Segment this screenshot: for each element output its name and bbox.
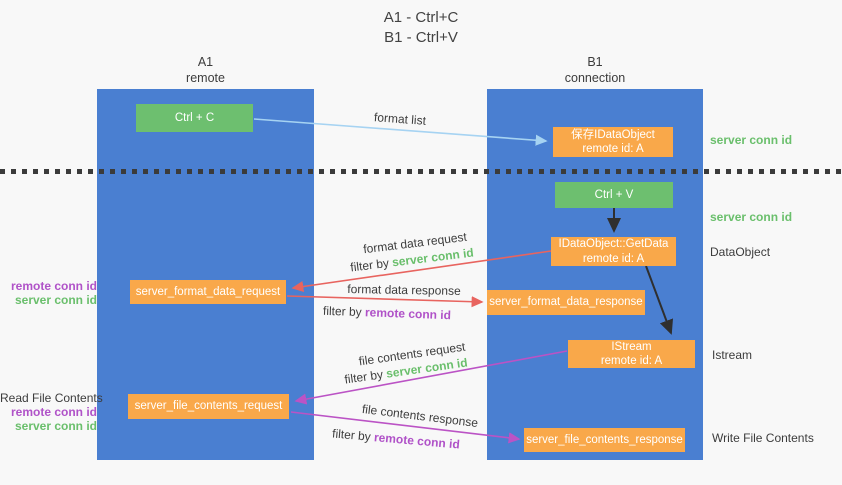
node-istream: IStream remote id: A (568, 340, 695, 368)
session-separator-dashed-line (0, 169, 842, 174)
node-server-format-data-request-label: server_format_data_request (135, 285, 281, 298)
node-server-file-contents-request: server_file_contents_request (128, 394, 289, 419)
filter-key-remote-conn-id: remote conn id (364, 305, 452, 323)
arrow-file-contents-request (294, 350, 568, 405)
node-server-format-data-request: server_format_data_request (130, 280, 286, 304)
column-a1-subtitle: remote (186, 71, 225, 86)
node-server-file-contents-response: server_file_contents_response (524, 428, 685, 452)
label-server-conn-id-1: server conn id (14, 293, 97, 308)
node-server-format-data-response: server_format_data_response (487, 290, 645, 315)
column-header-a1: A1 remote (97, 54, 314, 87)
label-dataobject: DataObject (710, 245, 771, 259)
arrow-format-data-response (286, 295, 484, 308)
column-header-b1: B1 connection (487, 54, 703, 87)
label-server-conn-id-mid-right: server conn id (710, 210, 793, 224)
column-a1-name: A1 (197, 55, 214, 69)
label-server-conn-id-2: server conn id (14, 419, 97, 434)
node-getdata-line1: IDataObject::GetData (558, 238, 669, 251)
node-save-idataobject-line2: remote id: A (582, 143, 644, 155)
node-server-file-contents-request-label: server_file_contents_request (134, 400, 283, 413)
node-getdata-line2: remote id: A (582, 252, 645, 265)
node-istream-line2: remote id: A (600, 355, 663, 367)
arrow-getdata-to-istream (645, 265, 674, 335)
label-server-conn-id-top-right: server conn id (710, 133, 793, 147)
node-idataobject-getdata: IDataObject::GetData remote id: A (551, 237, 676, 266)
title-line-1: A1 - Ctrl+C (383, 9, 459, 26)
label-read-file-contents: Read File Contents (0, 391, 103, 405)
label-remote-conn-id-2: remote conn id (10, 405, 97, 420)
label-remote-conn-id-1: remote conn id (10, 279, 97, 293)
title-line-2: B1 - Ctrl+V (384, 29, 458, 47)
arrow-file-contents-response (290, 411, 521, 444)
filter-prefix: filter by (322, 303, 362, 320)
label-write-file-contents: Write File Contents (712, 431, 814, 445)
left-file-contents-stack: Read File Contents remote conn id server… (0, 391, 103, 434)
label-istream: Istream (712, 348, 753, 362)
column-b1-subtitle: connection (564, 71, 626, 86)
diagram-title: A1 - Ctrl+C B1 - Ctrl+V (0, 8, 842, 49)
arrow-format-list (253, 118, 548, 146)
node-server-format-data-response-label: server_format_data_response (489, 296, 643, 309)
node-server-file-contents-response-label: server_file_contents_response (526, 433, 683, 446)
left-conn-id-stack-top: remote conn id server conn id (0, 279, 97, 307)
node-ctrl-c: Ctrl + C (136, 104, 253, 132)
column-b1-name: B1 (587, 55, 603, 69)
node-istream-line1: IStream (611, 340, 652, 353)
node-ctrl-c-label: Ctrl + C (174, 111, 215, 124)
arrow-format-data-request (291, 250, 552, 293)
node-save-idataobject: 保存IDataObject remote id: A (553, 127, 673, 157)
node-ctrl-v: Ctrl + V (555, 182, 673, 208)
label-format-data-response: format data response (347, 282, 461, 298)
node-ctrl-v-label: Ctrl + V (594, 188, 634, 201)
node-save-idataobject-line1: 保存IDataObject (571, 128, 655, 141)
